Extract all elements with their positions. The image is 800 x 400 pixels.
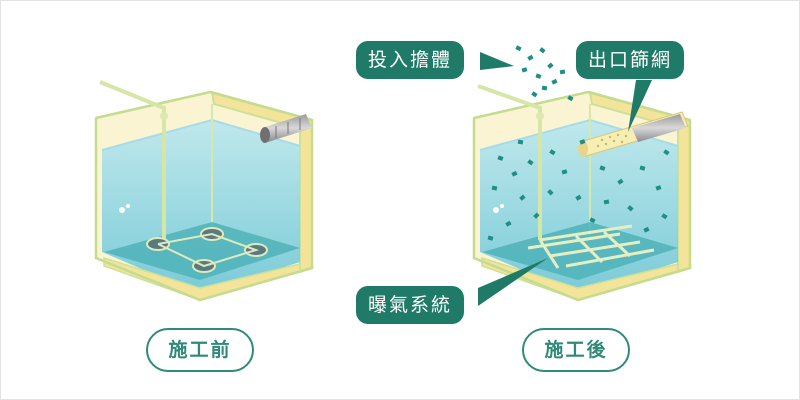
bubble	[500, 204, 504, 208]
tank-before-supply-pipe	[99, 80, 166, 242]
tank-after-outline	[472, 90, 692, 302]
label-before: 施工前	[146, 328, 254, 372]
tank-after-pipe-valve	[536, 112, 544, 120]
callout-outlet-screen: 出口篩網	[576, 41, 685, 79]
callout-add-bodies: 投入擔體	[356, 41, 465, 79]
bubble	[493, 207, 499, 213]
tank-before	[94, 80, 314, 302]
tank-before-diffusers	[146, 227, 268, 273]
tank-after-supply-pipe	[477, 84, 542, 240]
callout-pointer-add-bodies	[480, 52, 514, 70]
aeration-grid	[527, 224, 655, 269]
media-particles	[487, 45, 670, 241]
callout-pointer-aeration	[478, 258, 548, 306]
bubble	[119, 207, 125, 213]
label-after: 施工後	[522, 328, 630, 372]
tank-before-outline	[94, 90, 314, 302]
callout-aeration: 曝氣系統	[356, 286, 465, 324]
tank-before-outlet-pipe	[260, 114, 312, 143]
tank-after-outlet-screen	[578, 111, 689, 157]
bubble	[126, 204, 130, 208]
callout-pointer-outlet-screen	[628, 80, 652, 132]
tank-after	[472, 84, 692, 302]
tank-before-pipe-valve	[160, 112, 168, 120]
tank-before-floor	[104, 222, 300, 280]
